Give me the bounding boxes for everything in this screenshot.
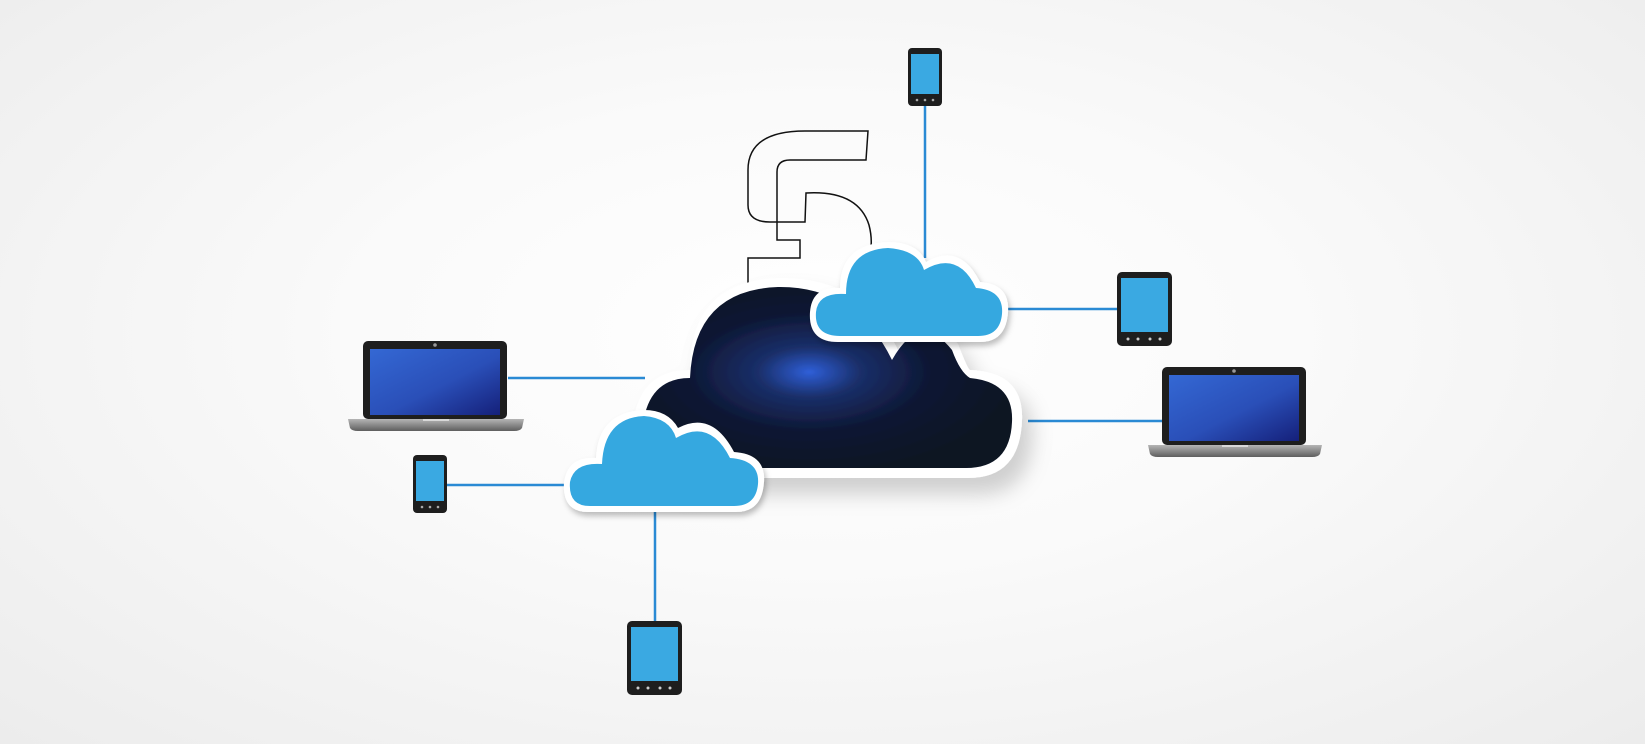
laptop-icon xyxy=(348,341,524,431)
lower-blue-cloud xyxy=(563,410,765,512)
laptop-icon xyxy=(1148,367,1322,457)
phone-left xyxy=(413,455,447,513)
upper-blue-cloud xyxy=(809,242,1009,342)
laptop-left xyxy=(348,341,524,431)
connector-lines xyxy=(447,104,1166,622)
tablet-bottom xyxy=(627,621,682,695)
phone-top xyxy=(908,48,942,106)
laptop-right xyxy=(1148,367,1322,457)
tablet-right xyxy=(1117,272,1172,346)
